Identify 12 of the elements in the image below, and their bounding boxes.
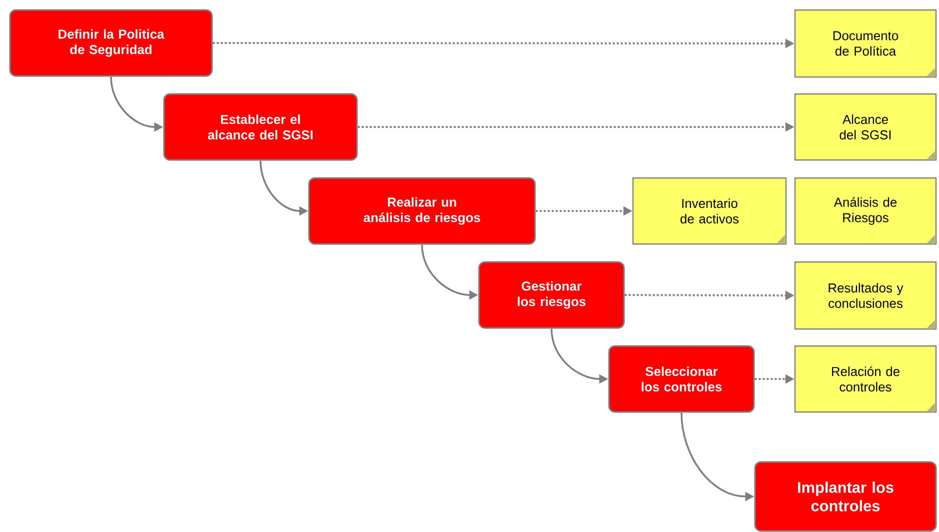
note-box: Relación de controles bbox=[794, 345, 937, 413]
note-box: Resultados y conclusiones bbox=[794, 261, 937, 330]
note-box: Documento de Política bbox=[794, 9, 937, 78]
note-box: Inventario de activos bbox=[632, 177, 787, 245]
process-box: Realizar un análisis de riesgos bbox=[308, 177, 536, 245]
note-box: Análisis de Riesgos bbox=[794, 177, 937, 245]
process-box: Implantar los controles bbox=[754, 461, 937, 532]
process-box: Definir la Politica de Seguridad bbox=[9, 9, 213, 77]
note-box: Alcance del SGSI bbox=[794, 93, 937, 161]
process-box: Gestionar los riesgos bbox=[478, 261, 625, 329]
process-box: Establecer el alcance del SGSI bbox=[163, 93, 358, 161]
process-box: Seleccionar los controles bbox=[608, 345, 755, 413]
